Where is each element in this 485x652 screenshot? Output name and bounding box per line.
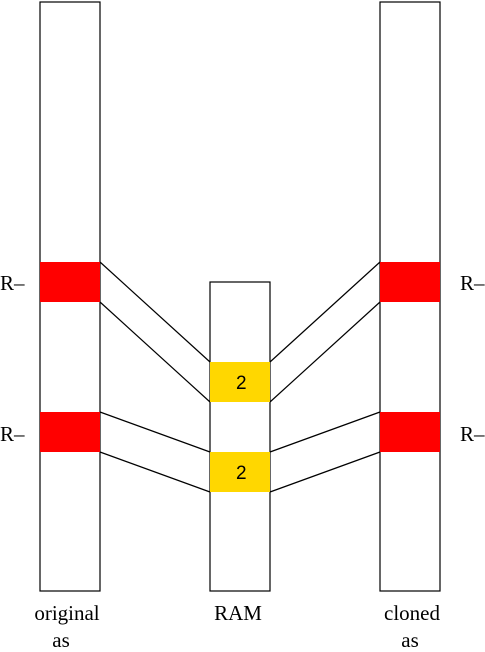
original-as-label: original <box>34 601 99 625</box>
readonly-marker: R– <box>460 271 485 295</box>
original-as-label-line2: as <box>52 628 70 652</box>
shared-page <box>210 362 270 402</box>
connector-line <box>99 411 211 453</box>
connector-line <box>269 451 381 493</box>
mapped-page <box>380 262 440 302</box>
connector-line <box>269 301 381 403</box>
ram-column <box>209 281 271 592</box>
ram-label: RAM <box>214 601 262 625</box>
shared-page <box>210 452 270 492</box>
reference-count: 2 <box>236 373 247 394</box>
cloned-address-space: R– R– <box>379 1 485 592</box>
connectors-original-to-ram <box>99 261 211 493</box>
connector-line <box>99 301 211 403</box>
connector-line <box>99 261 211 363</box>
original-address-space: R– R– <box>0 1 101 592</box>
mapped-page <box>380 412 440 452</box>
connector-line <box>269 411 381 453</box>
mapped-page <box>40 262 100 302</box>
connectors-cloned-to-ram <box>269 261 381 493</box>
readonly-marker: R– <box>0 422 25 446</box>
readonly-marker: R– <box>0 271 25 295</box>
reference-count: 2 <box>236 463 247 484</box>
cloned-as-label: cloned <box>384 601 440 625</box>
connector-line <box>269 261 381 363</box>
mapped-page <box>40 412 100 452</box>
ram-column-group: 2 2 <box>209 281 271 592</box>
readonly-marker: R– <box>460 422 485 446</box>
connector-line <box>99 451 211 493</box>
cloned-as-label-line2: as <box>401 628 419 652</box>
